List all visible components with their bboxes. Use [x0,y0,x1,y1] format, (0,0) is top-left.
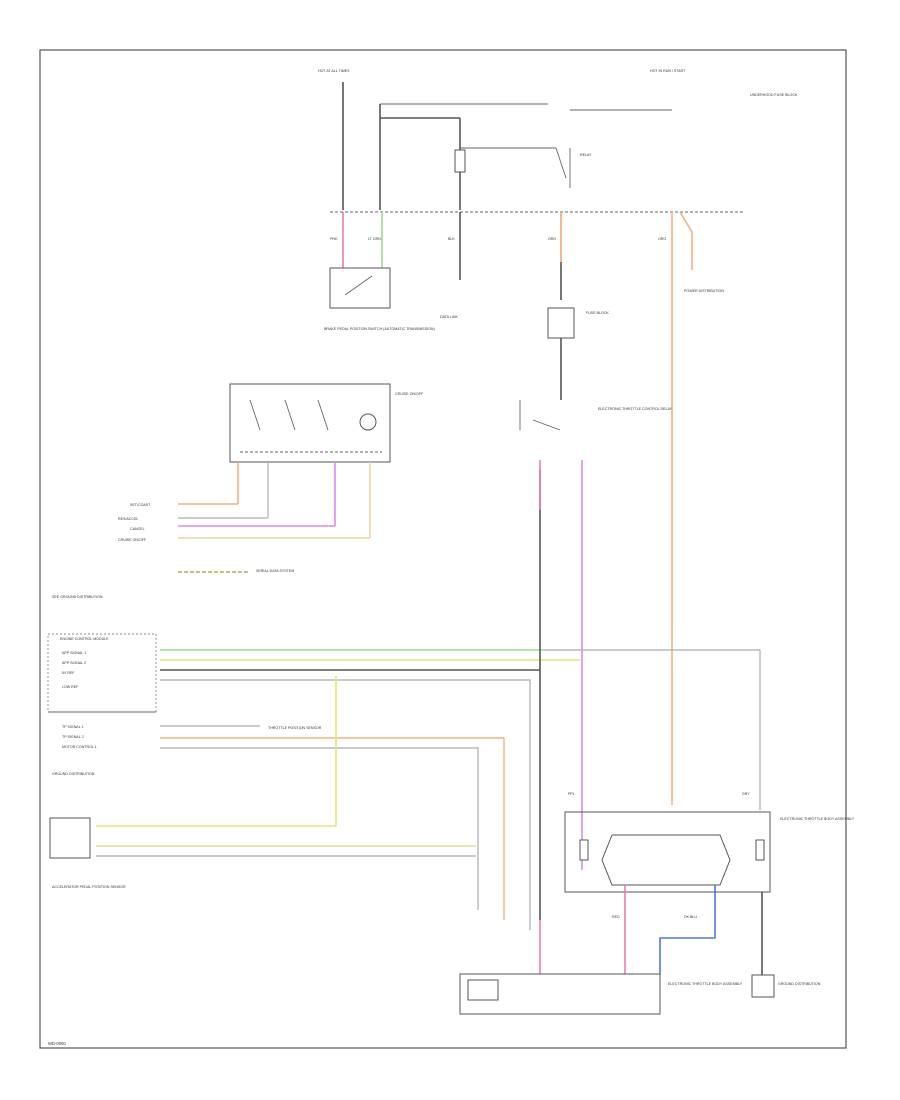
cruise-switch-c [317,399,329,431]
wire-label-red: RED [612,915,620,919]
cruise-on-off-label: CRUISE ON/OFF [395,392,424,396]
signal-tp-1: TP SIGNAL 1 [62,725,84,729]
ground-note: GROUND DISTRIBUTION [52,772,95,776]
diagram-frame [39,49,847,1049]
wire-gray-low [160,679,531,930]
ground-module [751,974,775,998]
power-distribution-label: POWER DISTRIBUTION [684,289,724,293]
serial-data-label: SERIAL DATA SYSTEM [256,569,294,573]
wire-label-gry: GRY [742,792,750,796]
wire-label-org: ORG [548,237,556,241]
cruise-indicator-lamp [359,413,377,431]
accelerator-pedal-sensor-label: ACCELERATOR PEDAL POSITION SENSOR [52,885,126,889]
wire-label-blk: BLK [448,237,455,241]
data-link-label: DATA LINK [440,315,458,319]
cruise-switch-a [249,399,261,431]
hot-at-all-times-label: HOT AT ALL TIMES [318,69,350,73]
throttle-actuator-connector [467,979,499,1001]
tps-sensor-1 [579,839,589,861]
etc-relay-contact [532,419,561,431]
signal-tp-2: TP SIGNAL 2 [62,735,84,739]
throttle-body-label: ELECTRONIC THROTTLE BODY ASSEMBLY [780,817,855,821]
hot-in-run-start-label: HOT IN RUN / START [650,69,686,73]
brake-pedal-switch-box [329,267,391,309]
ecm-block-label: ENGINE CONTROL MODULE [60,637,109,641]
wire-orange-power-dist [679,211,693,270]
wire-label-org-2: ORG [658,237,666,241]
signal-app-1: APP SIGNAL 1 [62,651,86,655]
cruise-switch-b [284,399,296,431]
throttle-motor-outline [601,834,731,886]
signal-motor-1: MOTOR CONTROL 1 [62,745,97,749]
wire-gray-motor [160,747,479,910]
wire-label-lt-grn: LT GRN [368,237,381,241]
footer-code: WD-0000 [48,1041,66,1046]
signal-cancel: CANCEL [130,527,145,531]
wire-blue-motor-2 [659,885,716,974]
signal-app-2: APP SIGNAL 2 [62,661,86,665]
throttle-actuator-module-label: ELECTRONIC THROTTLE BODY ASSEMBLY [668,982,743,986]
fuse-center [454,149,466,173]
signal-set-coast: SET/COAST [130,503,151,507]
ecm-connector-note: SEE GROUND DISTRIBUTION [52,595,103,599]
underhood-fuse-block-label: UNDERHOOD FUSE BLOCK [750,93,798,97]
signal-res-accel: RES/ACCEL [118,517,138,521]
signal-app-ref: 5V REF [62,671,75,675]
wire-yellow-app-sensor [96,676,337,827]
brake-switch-contact [344,275,373,296]
electronic-throttle-fuse [547,307,575,339]
fuse-block-label: FUSE BLOCK [586,311,609,315]
ground-distribution-label: GROUND DISTRIBUTION [778,982,821,986]
accelerator-pedal-sensor [49,817,91,859]
brake-pedal-switch-label: BRAKE PEDAL POSITION SWITCH (AUTOMATIC T… [324,327,435,331]
relay-label: RELAY [580,153,592,157]
tps-sensor-2 [755,839,765,861]
wire-label-pnk: PNK [330,237,338,241]
etc-relay-label: ELECTRONIC THROTTLE CONTROL RELAY [598,407,673,411]
wire-label-ppl: PPL [568,792,575,796]
throttle-body-assembly [564,811,771,893]
wire-label-blu: DK BLU [684,915,697,919]
ecm-block [47,633,157,713]
signal-cruise-on-off: CRUISE ON/OFF [118,538,147,542]
throttle-position-sensor-label: THROTTLE POSITION SENSOR [268,726,322,730]
signal-app-low: LOW REF [62,685,79,689]
relay-switch-arm [555,147,567,179]
